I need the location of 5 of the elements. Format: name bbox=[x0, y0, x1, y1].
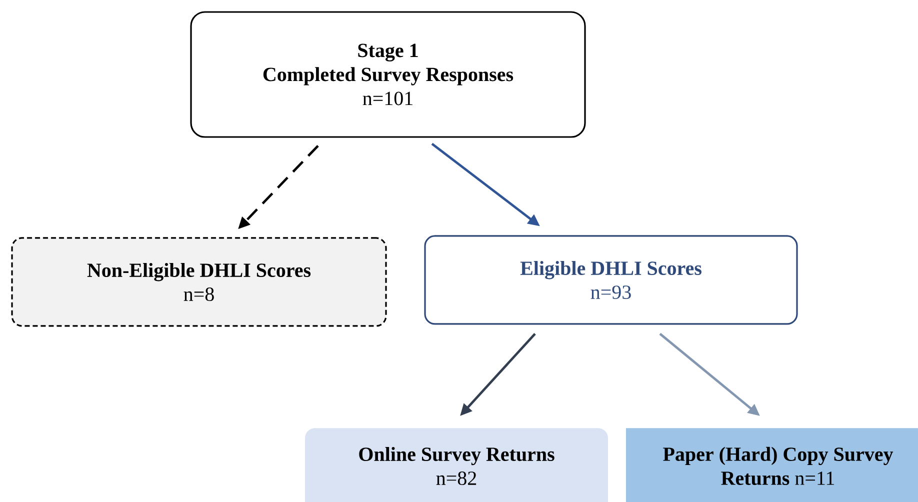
process-box: Stage 1 Completed Survey Responses n=101 bbox=[190, 11, 586, 138]
result-box: Paper (Hard) Copy Survey Returns n=11 bbox=[626, 428, 918, 502]
process-box: Eligible DHLI Scores n=93 bbox=[424, 235, 798, 325]
excluded-box: Non-Eligible DHLI Scores n=8 bbox=[11, 237, 387, 327]
result-box: Online Survey Returns n=82 bbox=[305, 428, 608, 502]
